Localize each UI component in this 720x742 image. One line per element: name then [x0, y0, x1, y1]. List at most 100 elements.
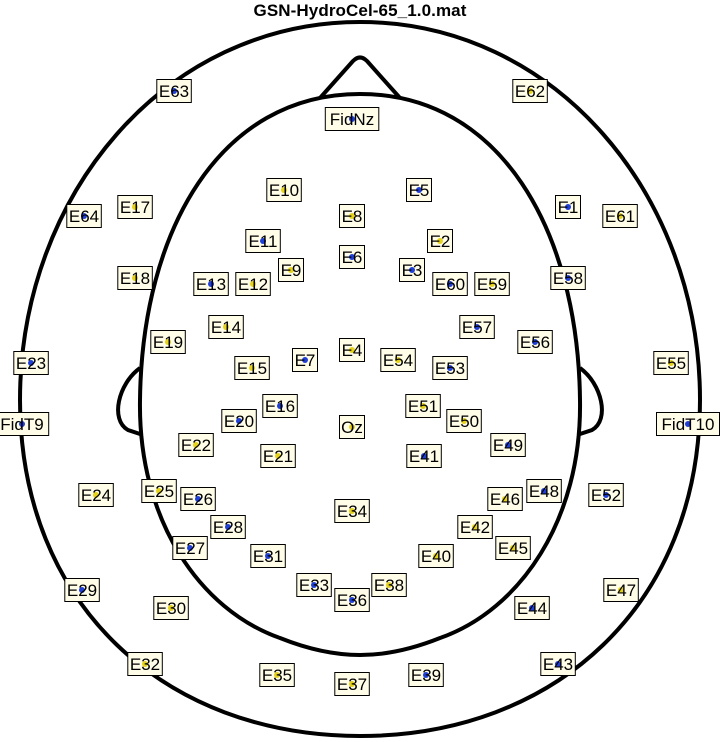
- plot-title: GSN-HydroCel-65_1.0.mat: [253, 1, 467, 20]
- electrode-fidt10: FidT10: [656, 412, 720, 436]
- electrode-e48: E48: [526, 479, 562, 503]
- electrode-marker: [349, 681, 355, 687]
- electrode-e3: E3: [399, 258, 425, 282]
- electrode-e62: E62: [512, 79, 548, 103]
- electrode-label: E14: [211, 318, 241, 337]
- electrode-label: E1: [558, 198, 579, 217]
- electrode-e36: E36: [334, 588, 370, 612]
- electrode-label: FidT9: [0, 415, 43, 434]
- electrode-label: E12: [238, 275, 268, 294]
- electrode-label: E53: [435, 359, 465, 378]
- electrode-label: E7: [295, 351, 316, 370]
- electrode-label: E11: [249, 232, 278, 251]
- inner-head-contour: [137, 91, 583, 658]
- electrode-label: E28: [213, 518, 243, 537]
- electrode-marker: [250, 281, 256, 287]
- electrode-e53: E53: [432, 356, 468, 380]
- electrode-label: E9: [281, 261, 302, 280]
- electrode-label: E27: [175, 539, 205, 558]
- electrode-e14: E14: [208, 315, 244, 339]
- electrode-e27: E27: [172, 536, 208, 560]
- electrode-marker: [223, 324, 229, 330]
- electrode-marker: [132, 204, 138, 210]
- electrode-e44: E44: [514, 596, 550, 620]
- electrode-label: E59: [477, 275, 507, 294]
- electrode-marker: [28, 360, 34, 366]
- electrode-label: E58: [553, 269, 583, 288]
- electrode-label: E60: [435, 275, 465, 294]
- electrode-e2: E2: [427, 229, 453, 253]
- electrode-marker: [349, 213, 355, 219]
- electrode-label: E22: [181, 436, 211, 455]
- electrode-e18: E18: [117, 266, 153, 290]
- electrode-marker: [618, 587, 624, 593]
- nose-outline: [318, 55, 402, 100]
- electrode-label: E64: [69, 207, 99, 226]
- electrode-marker: [142, 661, 148, 667]
- electrode-label: E51: [408, 397, 438, 416]
- electrode-marker: [81, 213, 87, 219]
- electrode-marker: [529, 605, 535, 611]
- electrode-oz: Oz: [339, 415, 365, 439]
- electrode-label: E49: [493, 436, 523, 455]
- electrode-marker: [187, 545, 193, 551]
- electrode-e60: E60: [432, 272, 468, 296]
- electrode-marker: [447, 281, 453, 287]
- electrode-label: E16: [265, 397, 295, 416]
- electrode-marker: [349, 254, 355, 260]
- electrode-e38: E38: [371, 573, 407, 597]
- electrode-label: E47: [606, 581, 636, 600]
- electrode-e22: E22: [178, 433, 214, 457]
- electrode-label: E33: [299, 576, 329, 595]
- electrode-marker: [281, 187, 287, 193]
- electrode-marker: [409, 267, 415, 273]
- electrode-label: FidNz: [330, 110, 374, 129]
- electrode-label: E32: [130, 655, 160, 674]
- electrode-e19: E19: [150, 330, 186, 354]
- electrode-label: E61: [605, 207, 635, 226]
- electrode-label: E15: [237, 359, 267, 378]
- electrode-marker: [277, 403, 283, 409]
- electrode-marker: [168, 605, 174, 611]
- electrode-marker: [302, 357, 308, 363]
- electrode-e55: E55: [653, 351, 689, 375]
- electrode-marker: [603, 492, 609, 498]
- electrode-marker: [505, 442, 511, 448]
- electrode-e46: E46: [487, 487, 523, 511]
- electrode-e39: E39: [408, 663, 444, 687]
- electrode-e25: E25: [141, 479, 177, 503]
- electrode-label: E42: [460, 518, 490, 537]
- electrode-marker: [510, 545, 516, 551]
- electrode-label: E26: [183, 490, 213, 509]
- electrode-marker: [349, 116, 355, 122]
- electrode-marker: [193, 442, 199, 448]
- electrode-label: E35: [262, 666, 292, 685]
- electrode-e1: E1: [555, 195, 581, 219]
- electrode-marker: [265, 553, 271, 559]
- electrode-label: E50: [449, 412, 479, 431]
- electrode-e43: E43: [540, 652, 576, 676]
- electrode-e63: E63: [156, 79, 192, 103]
- electrode-label: E2: [430, 232, 451, 251]
- electrode-label: E55: [656, 354, 686, 373]
- electrode-e41: E41: [406, 444, 442, 468]
- electrode-label: E13: [196, 275, 226, 294]
- electrode-marker: [437, 238, 443, 244]
- electrode-marker: [461, 418, 467, 424]
- electrode-label: E43: [543, 655, 573, 674]
- electrode-label: E39: [411, 666, 441, 685]
- electrode-label: E45: [498, 539, 528, 558]
- electrode-marker: [225, 524, 231, 530]
- electrode-marker: [416, 187, 422, 193]
- electrode-label: E10: [269, 181, 299, 200]
- electrode-e47: E47: [603, 578, 639, 602]
- electrode-e13: E13: [193, 272, 229, 296]
- electrode-e12: E12: [235, 272, 271, 296]
- electrode-e32: E32: [127, 652, 163, 676]
- electrode-label: E3: [402, 261, 423, 280]
- right-ear-outline: [578, 366, 604, 436]
- electrode-marker: [502, 496, 508, 502]
- electrode-marker: [565, 275, 571, 281]
- electrode-e5: E5: [406, 178, 432, 202]
